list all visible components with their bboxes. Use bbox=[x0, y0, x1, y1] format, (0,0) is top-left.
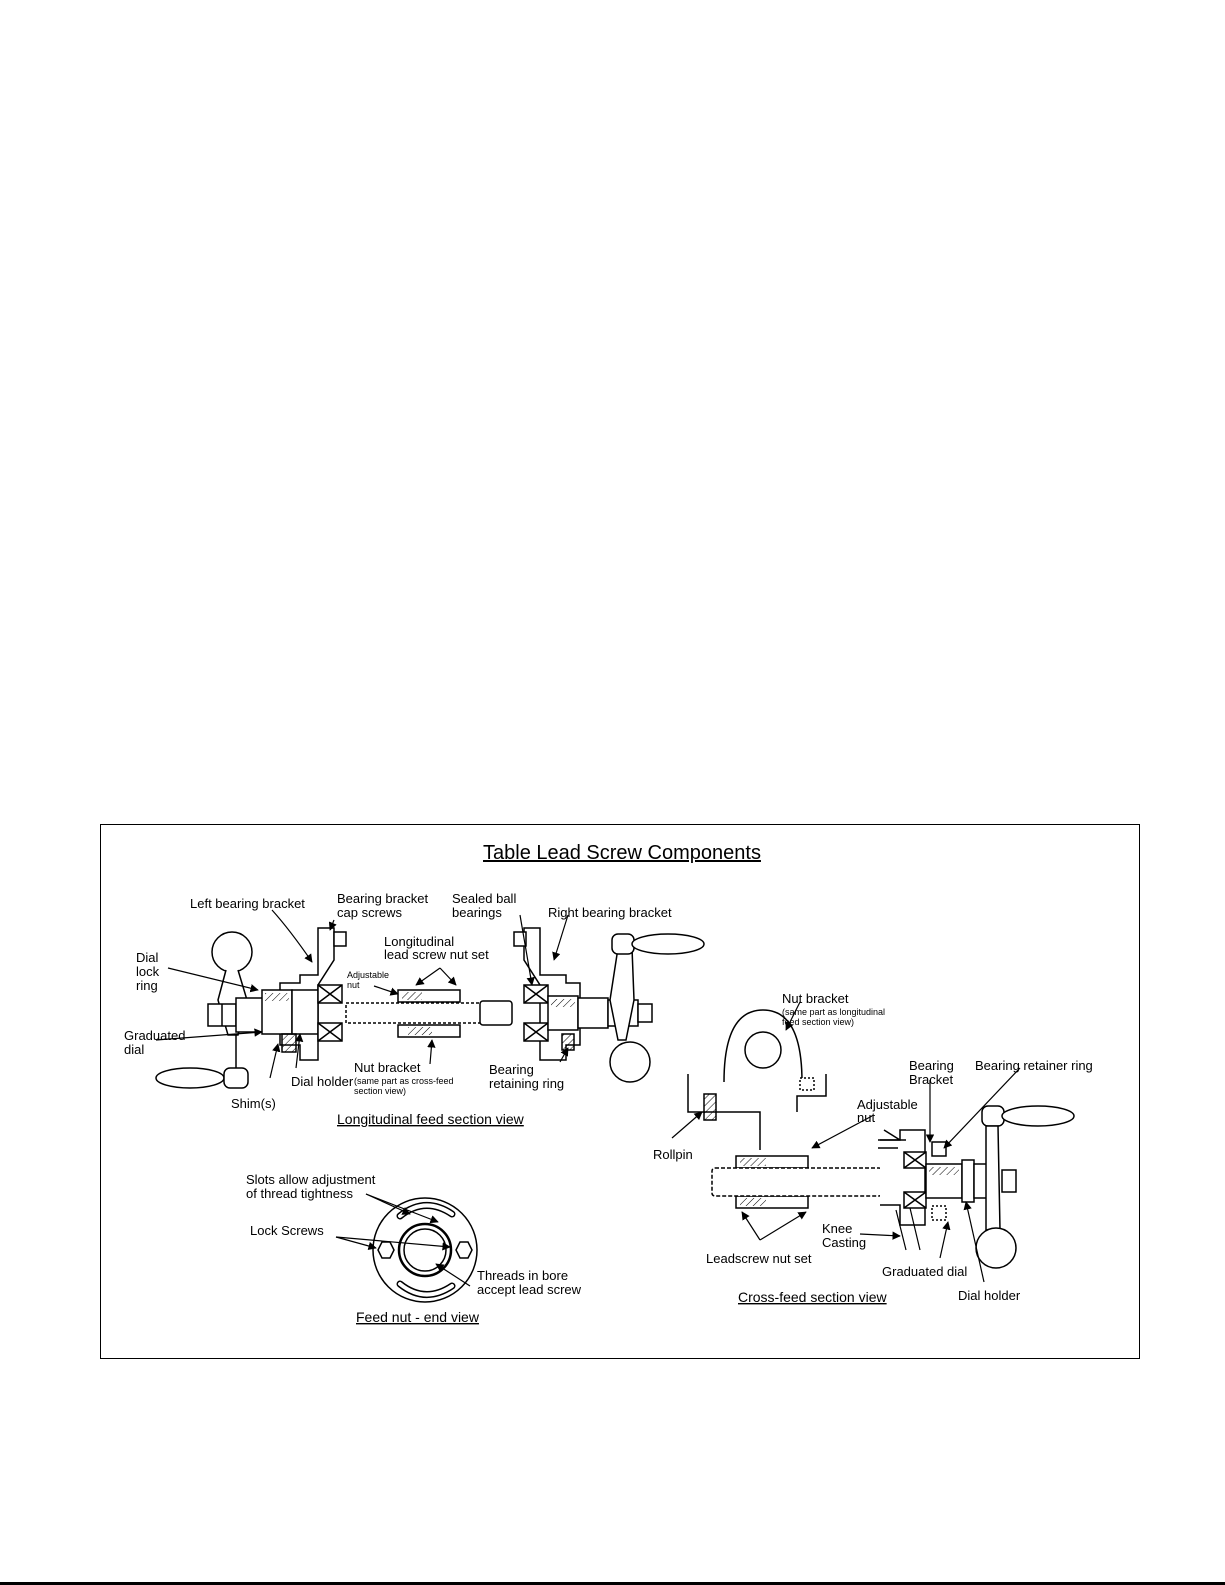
label-cf-nut-bracket-note-2: feed section view) bbox=[782, 1017, 854, 1027]
label-left-bearing-bracket: Left bearing bracket bbox=[190, 896, 305, 911]
crossfeed-hex-nut bbox=[1001, 1169, 1017, 1193]
right-hex-nut bbox=[637, 1003, 653, 1023]
label-cf-nut-bracket-note-1: (same part as longitudinal bbox=[782, 1007, 885, 1017]
caption-feednut: Feed nut - end view bbox=[356, 1309, 480, 1325]
label-shims: Shim(s) bbox=[231, 1096, 276, 1111]
label-rollpin: Rollpin bbox=[653, 1147, 693, 1162]
left-handle-ball-top bbox=[211, 931, 253, 973]
label-cf-adjustable-nut-2: nut bbox=[857, 1110, 875, 1125]
diagram-title: Table Lead Screw Components bbox=[483, 842, 761, 864]
label-cf-adjustable-nut-1: Adjustable bbox=[857, 1097, 918, 1112]
label-sealed-ball-1: Sealed ball bbox=[452, 891, 516, 906]
crossfeed-handle-arm bbox=[985, 1125, 1001, 1231]
label-cf-bearing-bracket-1: Bearing bbox=[909, 1058, 954, 1073]
label-dial-holder: Dial holder bbox=[291, 1074, 354, 1089]
label-cap-screws-1: Bearing bracket bbox=[337, 891, 428, 906]
label-threads-1: Threads in bore bbox=[477, 1268, 568, 1283]
right-handle-ball-bottom bbox=[609, 1041, 651, 1083]
crossfeed-bearing-bracket bbox=[880, 1129, 926, 1226]
right-handle-grip bbox=[631, 933, 705, 955]
label-knee-casting-1: Knee bbox=[822, 1221, 852, 1236]
label-nut-bracket: Nut bracket bbox=[354, 1060, 421, 1075]
longitudinal-feed-drawing bbox=[155, 927, 705, 1089]
feednut-drawing bbox=[372, 1197, 478, 1303]
caption-crossfeed: Cross-feed section view bbox=[738, 1289, 888, 1305]
label-leadscrew-nut-set: Leadscrew nut set bbox=[706, 1251, 812, 1266]
label-knee-casting-2: Casting bbox=[822, 1235, 866, 1250]
label-slots-2: of thread tightness bbox=[246, 1186, 353, 1201]
label-nut-set-2: lead screw nut set bbox=[384, 947, 489, 962]
crossfeed-labels: Nut bracket (same part as longitudinal f… bbox=[653, 991, 1093, 1305]
label-cf-dial-holder: Dial holder bbox=[958, 1288, 1021, 1303]
caption-longitudinal: Longitudinal feed section view bbox=[337, 1111, 525, 1127]
label-graduated-dial-1: Graduated bbox=[124, 1028, 185, 1043]
longitudinal-labels: Left bearing bracket Bearing bracket cap… bbox=[124, 891, 672, 1127]
label-cf-bearing-bracket-2: Bracket bbox=[909, 1072, 953, 1087]
feednut-leaders bbox=[335, 1193, 471, 1287]
label-nut-bracket-note-2: section view) bbox=[354, 1086, 406, 1096]
label-retaining-ring-2: retaining ring bbox=[489, 1076, 564, 1091]
crossfeed-handle-grip bbox=[1001, 1105, 1075, 1127]
crossfeed-drawing bbox=[687, 1009, 1075, 1269]
crossfeed-leaders bbox=[671, 1001, 1021, 1283]
label-nut-set-1: Longitudinal bbox=[384, 934, 454, 949]
label-dial-lock-2: lock bbox=[136, 964, 160, 979]
label-nut-bracket-note-1: (same part as cross-feed bbox=[354, 1076, 454, 1086]
label-cf-graduated-dial: Graduated dial bbox=[882, 1264, 967, 1279]
label-dial-lock-3: ring bbox=[136, 978, 158, 993]
label-bearing-retainer-ring: Bearing retainer ring bbox=[975, 1058, 1093, 1073]
figure-frame bbox=[100, 824, 1140, 1359]
label-dial-lock-1: Dial bbox=[136, 950, 159, 965]
feednut-labels: Slots allow adjustment of thread tightne… bbox=[246, 1172, 582, 1325]
label-graduated-dial-2: dial bbox=[124, 1042, 144, 1057]
rollpin-part bbox=[703, 1093, 717, 1121]
label-threads-2: accept lead screw bbox=[477, 1282, 582, 1297]
page-bottom-rule bbox=[0, 1582, 1225, 1585]
label-cap-screws-2: cap screws bbox=[337, 905, 403, 920]
label-retaining-ring-1: Bearing bbox=[489, 1062, 534, 1077]
label-sealed-ball-2: bearings bbox=[452, 905, 502, 920]
left-handle-grip bbox=[155, 1067, 225, 1089]
crossfeed-handle-ball bbox=[975, 1227, 1017, 1269]
label-lock-screws: Lock Screws bbox=[250, 1223, 324, 1238]
longitudinal-leaders bbox=[155, 909, 569, 1079]
crossfeed-lead-screw bbox=[711, 1167, 883, 1197]
lock-screw-right bbox=[455, 1241, 473, 1259]
label-right-bearing-bracket: Right bearing bracket bbox=[548, 905, 672, 920]
label-adjustable-nut-2: nut bbox=[347, 980, 360, 990]
lock-screw-left bbox=[377, 1241, 395, 1259]
label-slots-1: Slots allow adjustment bbox=[246, 1172, 376, 1187]
label-cf-nut-bracket: Nut bracket bbox=[782, 991, 849, 1006]
label-adjustable-nut-1: Adjustable bbox=[347, 970, 389, 980]
